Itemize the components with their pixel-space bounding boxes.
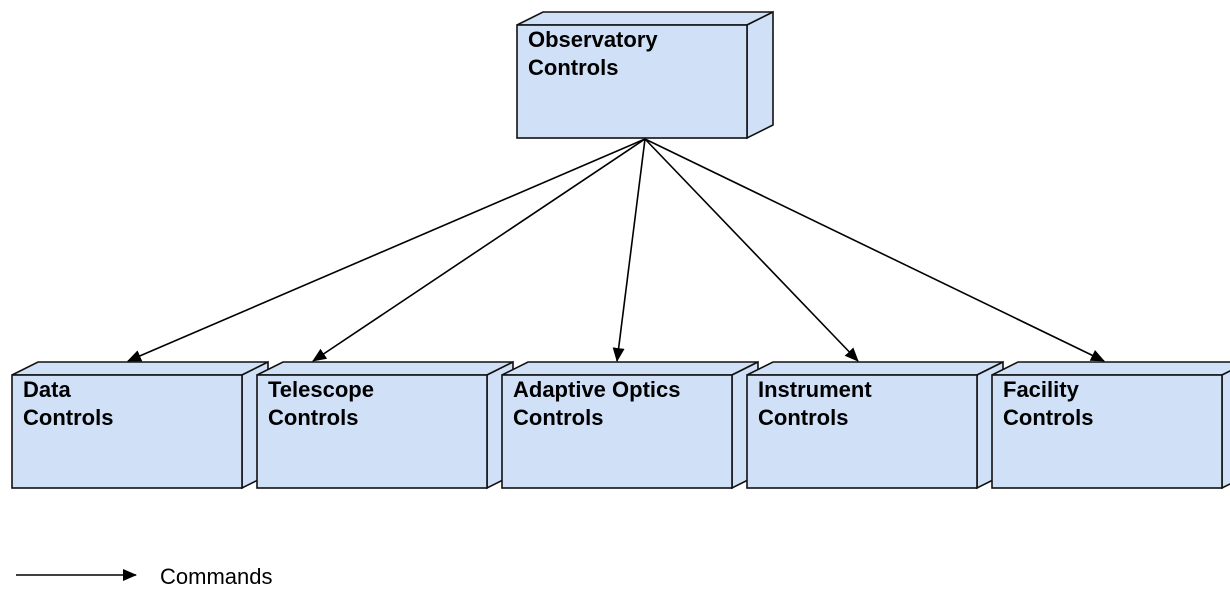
node-front-face xyxy=(256,374,488,489)
node-top-face xyxy=(256,361,514,376)
node-side-face xyxy=(746,10,774,140)
edge-observatory-to-instrument xyxy=(644,138,859,362)
node-top-face xyxy=(516,11,774,26)
node-label-line: Data xyxy=(23,377,71,402)
node-label-line: Controls xyxy=(513,405,603,430)
node-label-line: Adaptive Optics xyxy=(513,377,680,402)
node-front-face xyxy=(516,24,748,139)
node-label-line: Controls xyxy=(1003,405,1093,430)
edge-observatory-to-data xyxy=(127,138,646,362)
edges-layer xyxy=(127,138,1105,362)
node-top-face xyxy=(746,361,1004,376)
node-top-face xyxy=(11,361,269,376)
legend: Commands xyxy=(16,564,272,589)
node-label-line: Facility xyxy=(1003,377,1080,402)
node-side-face xyxy=(1221,370,1230,490)
node-top-face xyxy=(991,361,1230,376)
node-front-face xyxy=(746,374,978,489)
edge-observatory-to-telescope xyxy=(312,138,646,362)
edge-observatory-to-facility xyxy=(644,138,1105,362)
edge-observatory-to-adaptive-optics xyxy=(612,138,646,362)
node-front-face xyxy=(991,374,1223,489)
node-front-face xyxy=(11,374,243,489)
node-label-line: Controls xyxy=(758,405,848,430)
node-label-line: Instrument xyxy=(758,377,872,402)
legend-label: Commands xyxy=(160,564,272,589)
node-top-face xyxy=(501,361,759,376)
node-label-line: Controls xyxy=(268,405,358,430)
node-label-line: Observatory xyxy=(528,27,658,52)
node-label-line: Telescope xyxy=(268,377,374,402)
node-label-line: Controls xyxy=(528,55,618,80)
node-label-line: Controls xyxy=(23,405,113,430)
node-front-face xyxy=(501,374,733,489)
